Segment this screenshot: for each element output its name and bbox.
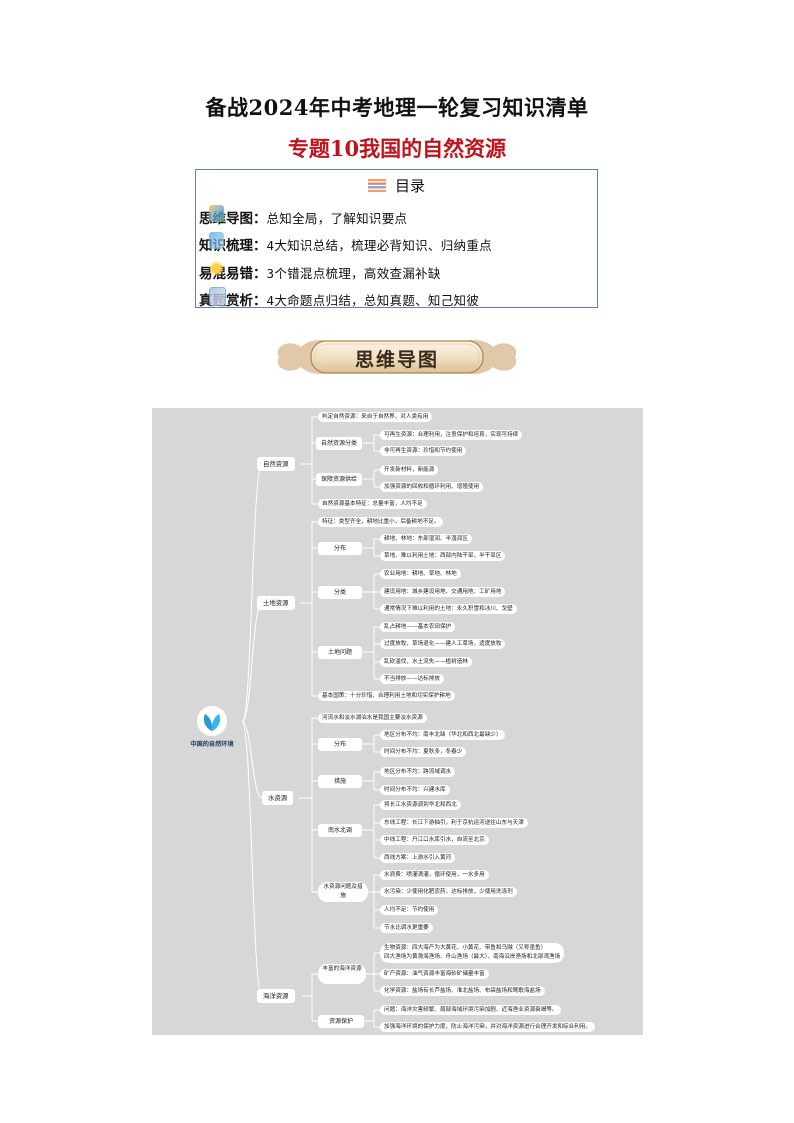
mindmap-node[interactable]: 矿产资源：油气资源丰富海砂矿储量丰富: [380, 969, 489, 979]
banner-title: 思维导图: [354, 349, 439, 371]
toc-row-mindmap[interactable]: 思维导图：总知全局，了解知识要点: [199, 205, 408, 227]
mindmap-node[interactable]: 建设用地：城乡建设用地、交通用地、工矿用地: [380, 587, 506, 597]
mindmap-node[interactable]: 自然资源分类: [316, 437, 363, 450]
table-of-contents: 目录 思维导图：总知全局，了解知识要点 知识梳理：4大知识总结，梳理必背知识、归…: [195, 169, 598, 309]
mindmap-root[interactable]: 中国的自然环境: [182, 706, 242, 748]
list-icon: [367, 178, 386, 192]
mindmap-node[interactable]: 分类: [318, 586, 362, 599]
mindmap-node[interactable]: 农业用地：耕地、草地、林地: [380, 569, 461, 579]
mindmap-node[interactable]: 保障资源供给: [316, 473, 363, 486]
mindmap-node[interactable]: 水污染：少使用化肥农药，达标排放，少使用洗涤剂: [380, 887, 517, 897]
mindmap-node[interactable]: 开发新材料，新能源: [380, 465, 439, 475]
mindmap-node[interactable]: 将长江水资源调到华北和西北: [380, 800, 461, 810]
toc-row-desc: 总知全局，了解知识要点: [266, 211, 408, 226]
section-banner: 思维导图: [271, 333, 523, 381]
mindmap-node[interactable]: 乱砍滥伐，水土流失——植树造林: [380, 657, 472, 667]
mindmap-node[interactable]: 草地、难以利用土地：西部内陆干旱、半干旱区: [380, 551, 506, 561]
toc-row-mistakes[interactable]: 易混易错：3个错混点梳理，高效查漏补缺: [199, 260, 441, 282]
toc-row-knowledge[interactable]: 知识梳理：4大知识总结，梳理必背知识、归纳重点: [199, 232, 492, 254]
mindmap-node[interactable]: 加强海洋环境的保护力度，防止海洋污染，并对海洋资源进行合理开发和综合利用。: [380, 1022, 595, 1032]
mindmap-node[interactable]: 特征：类型齐全，耕地比重小，后备耕地不足。: [318, 517, 444, 527]
mindmap-node[interactable]: 河流水和淡水湖泊水是我国主要淡水资源: [318, 713, 427, 723]
mindmap-node[interactable]: 水资源问题及措施: [318, 882, 368, 902]
mindmap-node[interactable]: 通常情况下难以利用的土地：永久积雪和冰川、戈壁: [380, 604, 517, 614]
mindmap-node[interactable]: 可再生资源：合理利用，注意保护和培育，实现可持续: [380, 430, 523, 440]
mindmap-node[interactable]: 不当排放——达标排放: [380, 674, 444, 684]
mindmap-node[interactable]: 中线工程：丹江口水库引水，自流至北京: [380, 835, 489, 845]
mindmap-node[interactable]: 乱占耕地——基本农田保护: [380, 622, 456, 632]
leaf-logo-icon: [197, 706, 227, 736]
mindmap-node[interactable]: 时间分布不均：兴建水库: [380, 785, 450, 795]
mindmap-connectors: [241, 416, 380, 1028]
mindmap-node[interactable]: 丰富的海洋资源: [318, 964, 366, 984]
document-title: 备战2024年中考地理一轮复习知识清单: [205, 95, 589, 120]
mindmap-node[interactable]: 基本国策：十分珍惜、合理利用土地和切实保护耕地: [318, 691, 455, 701]
branch-water-resources[interactable]: 水资源: [262, 791, 294, 805]
mindmap-node[interactable]: 东线工程：长江下游抽引，利于京杭运河送往山东与天津: [380, 818, 528, 828]
mindmap-node[interactable]: 加强资源的回收和循环利用、增殖使用: [380, 482, 484, 492]
mindmap-node[interactable]: 问题：海洋灾害频繁、局部海域环境污染加剧、近海渔业资源衰竭等。: [380, 1005, 562, 1015]
mindmap-node[interactable]: 措施: [318, 775, 362, 788]
mindmap-node[interactable]: 地区分布不均：南丰北缺（华北和西北最缺少）: [380, 730, 506, 740]
mindmap-node[interactable]: 地区分布不均：跨流域调水: [380, 767, 456, 777]
mindmap: 中国的自然环境 自然资源 土地资源 水资源 海洋资源 判定自然资源：来自于自然界…: [152, 408, 643, 1035]
mindmap-node[interactable]: 西线方案：上游水引入黄河: [380, 853, 456, 863]
toc-row-desc: 3个错混点梳理，高效查漏补缺: [266, 266, 441, 281]
branch-ocean-resources[interactable]: 海洋资源: [257, 989, 295, 1003]
book-icon: [209, 232, 224, 249]
toc-row-exam[interactable]: 真题赏析：4大命题点归结，总知真题、知己知彼: [199, 287, 480, 309]
toc-heading: 目录: [394, 177, 425, 195]
mindmap-node[interactable]: 人均不足：节约使用: [380, 905, 439, 915]
document-subtitle: 专题10我国的自然资源: [287, 136, 507, 161]
branch-natural-resources[interactable]: 自然资源: [257, 457, 295, 471]
mindmap-root-label: 中国的自然环境: [190, 741, 234, 748]
mindmap-node[interactable]: 生物资源：四大海产为大黄花、小黄花、带鱼和乌贼（又称墨鱼） 四大渔场为黄渤海渔场…: [380, 943, 565, 963]
toc-row-desc: 4大知识总结，梳理必背知识、归纳重点: [266, 238, 492, 253]
mindmap-node[interactable]: 过度放牧，草场退化——建人工草场，适度放牧: [380, 639, 506, 649]
branch-land-resources[interactable]: 土地资源: [257, 596, 295, 610]
mindmap-node[interactable]: 判定自然资源：来自于自然界，对人类有用: [318, 412, 433, 422]
mindmap-node[interactable]: 南水北调: [318, 824, 362, 837]
star-icon: [209, 260, 224, 277]
mindmap-node[interactable]: 土地问题: [318, 646, 362, 659]
mindmap-node[interactable]: 分布: [318, 738, 362, 751]
mindmap-node[interactable]: 资源保护: [318, 1015, 364, 1028]
mindmap-node[interactable]: 耕地、林地：东部湿润、半湿润区: [380, 534, 472, 544]
mindmap-node[interactable]: 化学资源：盐场有长芦盐场、淮北盐场、布袋盐场和莺歌海盐场: [380, 986, 545, 996]
paper-icon: [209, 287, 226, 306]
toc-row-desc: 4大命题点归结，总知真题、知己知彼: [266, 293, 480, 308]
mindmap-node[interactable]: 时间分布不均：夏秋多，冬春少: [380, 747, 467, 757]
puzzle-icon: [209, 205, 224, 222]
mindmap-node[interactable]: 节水比调水更重要: [380, 923, 433, 933]
mindmap-node[interactable]: 非可再生资源：珍惜和节约使用: [380, 446, 467, 456]
toc-header: 目录: [196, 175, 597, 196]
banner-scroll-icon: [277, 340, 517, 374]
mindmap-node[interactable]: 自然资源基本特征：总量丰富，人均不足: [318, 499, 427, 509]
mindmap-node[interactable]: 分布: [318, 542, 362, 555]
mindmap-node[interactable]: 水浪费：喷灌滴灌，循环使用，一水多用: [380, 870, 489, 880]
